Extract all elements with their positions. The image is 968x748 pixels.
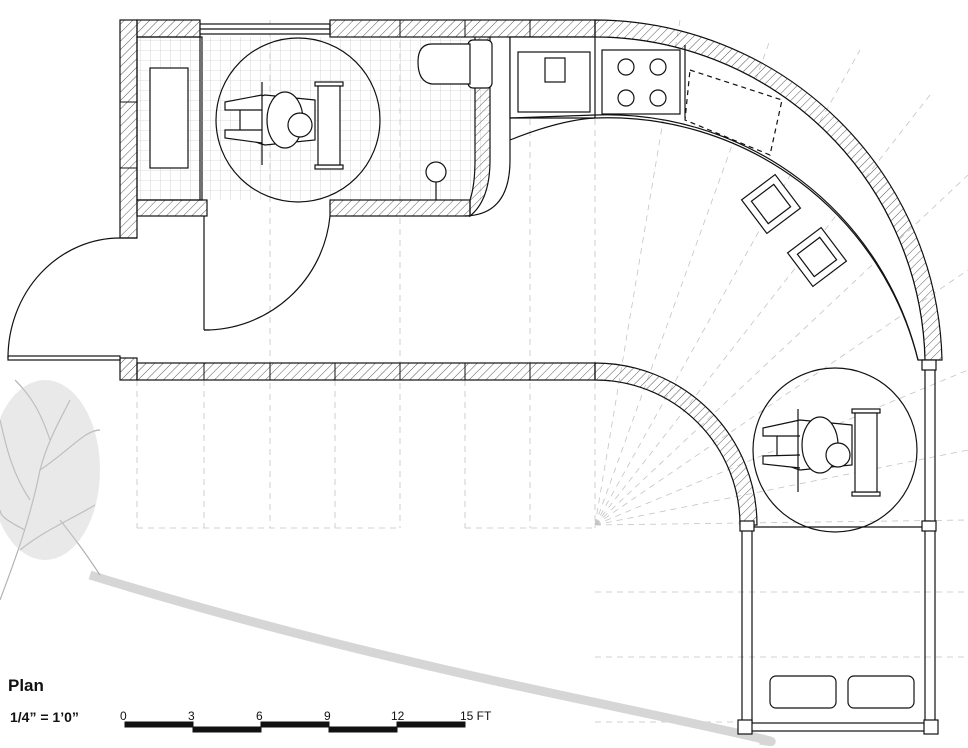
- cooktop-icon: [601, 49, 681, 115]
- scale-bar: [124, 721, 466, 733]
- entry-door: [7, 237, 137, 361]
- drawing-title: Plan: [8, 676, 44, 695]
- scale-tick: 15 FT: [460, 709, 492, 723]
- bathroom: [136, 36, 511, 331]
- porch: [737, 359, 939, 735]
- scale-tick: 3: [188, 709, 195, 723]
- scale-note: 1/4” = 1’0”: [10, 709, 79, 725]
- kitchen: [509, 36, 926, 361]
- toilet-icon: [417, 39, 493, 89]
- wheelchair-user-icon: [224, 81, 344, 170]
- scale-tick: 9: [324, 709, 331, 723]
- scale-tick: 6: [256, 709, 263, 723]
- scale-tick: 0: [120, 709, 127, 723]
- scale-tick: 12: [391, 709, 405, 723]
- sink-icon: [517, 51, 591, 113]
- wheelchair-user-icon: [762, 408, 881, 497]
- garden-path: [88, 570, 776, 747]
- tree-icon: [0, 379, 101, 601]
- stool-icon: [740, 173, 848, 288]
